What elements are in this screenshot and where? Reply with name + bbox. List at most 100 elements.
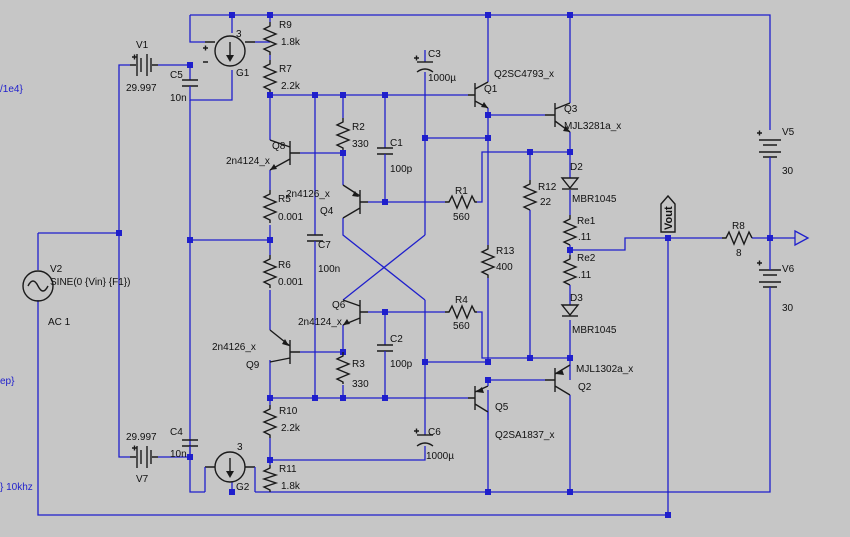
label-r6: R6 bbox=[278, 260, 291, 271]
vout-label: Vout bbox=[663, 206, 675, 230]
value-c1: 100p bbox=[390, 164, 413, 175]
capacitors bbox=[182, 55, 434, 450]
model-q5: Q2SA1837_x bbox=[495, 430, 555, 441]
vout-flag: Vout bbox=[660, 194, 676, 233]
label-r2: R2 bbox=[352, 122, 365, 133]
transistor-q6 bbox=[342, 299, 368, 326]
label-r3: R3 bbox=[352, 359, 365, 370]
value-r1: 560 bbox=[453, 212, 470, 223]
value-r6: 0.001 bbox=[278, 277, 303, 288]
battery-v6 bbox=[757, 260, 781, 295]
label-r12: R12 bbox=[538, 182, 557, 193]
edge-text-mid: ep} bbox=[0, 376, 15, 387]
transistor-q1 bbox=[468, 81, 489, 109]
resistor-r9 bbox=[262, 22, 278, 55]
resistor-r3 bbox=[335, 352, 351, 384]
capacitor-c5 bbox=[182, 79, 198, 92]
label-r13: R13 bbox=[496, 246, 515, 257]
capacitor-c6 bbox=[414, 428, 434, 447]
label-q8: Q8 bbox=[272, 141, 286, 152]
label-v1: V1 bbox=[136, 40, 149, 51]
value-c3: 1000µ bbox=[428, 73, 456, 84]
resistor-re2 bbox=[562, 255, 578, 286]
value-v7: 29.997 bbox=[126, 432, 157, 443]
value-r3: 330 bbox=[352, 379, 369, 390]
model-q9: 2n4126_x bbox=[212, 342, 256, 353]
capacitor-c1 bbox=[377, 147, 393, 160]
label-re2: Re2 bbox=[577, 253, 596, 264]
label-c3: C3 bbox=[428, 49, 441, 60]
resistor-re1 bbox=[562, 215, 578, 246]
resistor-r12 bbox=[522, 180, 538, 211]
capacitor-c3 bbox=[414, 55, 434, 73]
transistor-q5 bbox=[468, 380, 489, 420]
label-d3: D3 bbox=[570, 293, 583, 304]
label-r5: R5 bbox=[278, 194, 291, 205]
label-c4: C4 bbox=[170, 427, 183, 438]
resistor-r5 bbox=[262, 190, 278, 223]
value-r11: 1.8k bbox=[281, 481, 301, 492]
label-v7: V7 bbox=[136, 474, 149, 485]
model-q8: 2n4124_x bbox=[226, 156, 270, 167]
value-r8: 8 bbox=[736, 248, 742, 259]
label-g1: G1 bbox=[236, 68, 250, 79]
label-r8: R8 bbox=[732, 221, 745, 232]
edge-text-bot: } 10khz bbox=[0, 482, 33, 493]
label-c1: C1 bbox=[390, 138, 403, 149]
value-c7: 100n bbox=[318, 264, 340, 275]
label-re1: Re1 bbox=[577, 216, 596, 227]
value-g2: 3 bbox=[237, 442, 243, 453]
label-r10: R10 bbox=[279, 406, 298, 417]
value-v2: SINE(0 {Vin} {F1}) bbox=[50, 277, 130, 288]
label-v2: V2 bbox=[50, 264, 63, 275]
resistor-r2 bbox=[335, 118, 351, 150]
capacitor-c2 bbox=[377, 344, 393, 357]
resistor-r13 bbox=[480, 245, 496, 278]
value-r5: 0.001 bbox=[278, 212, 303, 223]
label-q2: Q2 bbox=[578, 382, 592, 393]
transistor-q3 bbox=[545, 102, 571, 133]
model-q4: 2n4126_x bbox=[286, 189, 330, 200]
value-re1: .11 bbox=[578, 232, 592, 243]
diode-d2 bbox=[560, 175, 580, 190]
value-v1: 29.997 bbox=[126, 83, 157, 94]
resistor-r6 bbox=[262, 255, 278, 288]
label-r9: R9 bbox=[279, 20, 292, 31]
model-q1: Q2SC4793_x bbox=[494, 69, 554, 80]
capacitor-c7 bbox=[307, 234, 323, 247]
transistor-q8 bbox=[269, 139, 300, 171]
edge-text-top: /1e4} bbox=[0, 84, 23, 95]
value-r9: 1.8k bbox=[281, 37, 301, 48]
label-q3: Q3 bbox=[564, 104, 578, 115]
current-source-g2 bbox=[204, 451, 256, 492]
diode-d3 bbox=[560, 304, 580, 317]
model-q2: MJL1302a_x bbox=[576, 364, 633, 375]
value-r2: 330 bbox=[352, 139, 369, 150]
value-v5: 30 bbox=[782, 166, 794, 177]
model-q6: 2n4124_x bbox=[298, 317, 342, 328]
value-c2: 100p bbox=[390, 359, 413, 370]
capacitor-c4 bbox=[182, 439, 198, 450]
label-v6: V6 bbox=[782, 264, 795, 275]
sine-source-v2 bbox=[22, 270, 54, 302]
label-q6: Q6 bbox=[332, 300, 346, 311]
resistor-r1 bbox=[445, 194, 477, 210]
value-v6: 30 bbox=[782, 303, 794, 314]
label-q5: Q5 bbox=[495, 402, 509, 413]
model-d3: MBR1045 bbox=[572, 325, 617, 336]
batteries bbox=[130, 54, 781, 468]
resistors bbox=[261, 22, 753, 492]
resistor-r11 bbox=[261, 465, 279, 492]
value-c4: 10n bbox=[170, 449, 187, 460]
resistor-r8 bbox=[722, 230, 753, 246]
transistors bbox=[269, 81, 571, 420]
model-d2: MBR1045 bbox=[572, 194, 617, 205]
junctions bbox=[116, 12, 773, 518]
label-c5: C5 bbox=[170, 70, 183, 81]
text-labels: /1e4} ep} } 10khz V1 29.997 C5 10n 3 G1 … bbox=[0, 20, 795, 493]
battery-v5 bbox=[757, 130, 781, 162]
value-r10: 2.2k bbox=[281, 423, 301, 434]
value-r7: 2.2k bbox=[281, 81, 301, 92]
model-q3: MJL3281a_x bbox=[564, 121, 621, 132]
label-q1: Q1 bbox=[484, 84, 498, 95]
